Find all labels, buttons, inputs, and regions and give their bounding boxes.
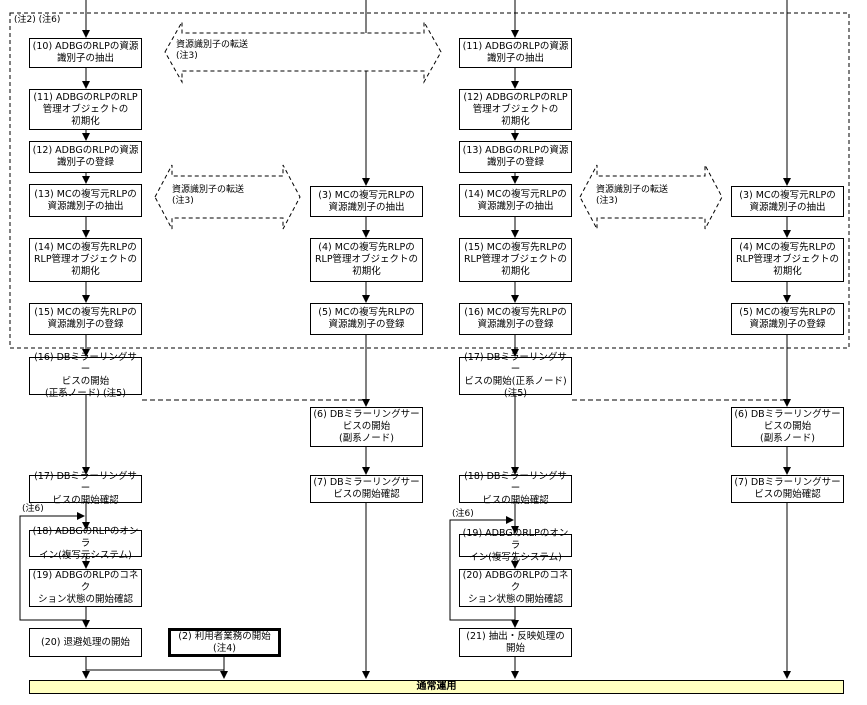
step-box-col1-20: (20) 退避処理の開始 <box>29 628 142 657</box>
step-box-col3-21: (21) 抽出・反映処理の 開始 <box>459 628 572 657</box>
step-box-col3-18: (18) DBミラーリングサー ビスの開始確認 <box>459 471 572 506</box>
step-box-col2-6: (6) DBミラーリングサー ビスの開始 (副系ノード) <box>310 407 423 447</box>
normal-operation-banner: 通常運用 <box>29 680 844 694</box>
transfer-arrow-1 <box>164 20 442 84</box>
step-box-col3-16: (16) MCの複写先RLPの 資源識別子の登録 <box>459 303 572 335</box>
note-transfer-1: 資源識別子の転送 (注3) <box>176 40 249 61</box>
step-box-col1-16: (16) DBミラーリングサー ビスの開始 (正系ノード) (注5) <box>29 352 142 399</box>
step-box-col1-19: (19) ADBGのRLPのコネク ション状態の開始確認 <box>29 569 142 607</box>
step-box-col4-3: (3) MCの複写元RLPの 資源識別子の抽出 <box>731 186 844 217</box>
step-box-col2-7: (7) DBミラーリングサー ビスの開始確認 <box>310 475 423 503</box>
step-box-col1-17: (17) DBミラーリングサー ビスの開始確認 <box>29 471 142 506</box>
note-loop-left: (注6) <box>22 504 44 514</box>
step-box-col4-7: (7) DBミラーリングサー ビスの開始確認 <box>731 475 844 503</box>
step-box-col1-14: (14) MCの複写先RLPの RLP管理オブジェクトの 初期化 <box>29 238 142 282</box>
step-box-col4-5: (5) MCの複写先RLPの 資源識別子の登録 <box>731 303 844 335</box>
step-box-col1-13: (13) MCの複写元RLPの 資源識別子の抽出 <box>29 184 142 217</box>
step-box-col4-6: (6) DBミラーリングサー ビスの開始 (副系ノード) <box>731 407 844 447</box>
step-box-col1-11: (11) ADBGのRLPのRLP 管理オブジェクトの 初期化 <box>29 89 142 130</box>
note-transfer-3: 資源識別子の転送 (注3) <box>596 185 669 206</box>
step-box-col1-10: (10) ADBGのRLPの資源 識別子の抽出 <box>29 38 142 68</box>
step-box-col2-2: (2) 利用者業務の開始 (注4) <box>168 628 281 657</box>
step-box-col1-12: (12) ADBGのRLPの資源 識別子の登録 <box>29 141 142 173</box>
step-box-col2-5: (5) MCの複写先RLPの 資源識別子の登録 <box>310 303 423 335</box>
note-loop-right: (注6) <box>452 509 474 519</box>
step-box-col4-4: (4) MCの複写先RLPの RLP管理オブジェクトの 初期化 <box>731 238 844 282</box>
step-box-col2-4: (4) MCの複写先RLPの RLP管理オブジェクトの 初期化 <box>310 238 423 282</box>
transfer-arrow-3 <box>579 164 723 230</box>
transfer-arrow-2 <box>154 164 301 230</box>
step-box-col1-18: (18) ADBGのRLPのオンラ イン(複写元システム) <box>29 526 142 561</box>
dashed-region-frame <box>9 12 850 349</box>
step-box-col3-11: (11) ADBGのRLPの資源 識別子の抽出 <box>459 38 572 68</box>
step-box-col3-15: (15) MCの複写先RLPの RLP管理オブジェクトの 初期化 <box>459 238 572 282</box>
step-box-col3-17: (17) DBミラーリングサー ビスの開始(正系ノード) (注5) <box>459 352 572 399</box>
note-top-left: (注2) (注6) <box>14 15 61 25</box>
step-box-col3-13: (13) ADBGのRLPの資源 識別子の登録 <box>459 141 572 173</box>
step-box-col3-20: (20) ADBGのRLPのコネク ション状態の開始確認 <box>459 569 572 607</box>
note-transfer-2: 資源識別子の転送 (注3) <box>172 185 245 206</box>
step-box-col1-15: (15) MCの複写先RLPの 資源識別子の登録 <box>29 303 142 335</box>
step-box-col3-14: (14) MCの複写元RLPの 資源識別子の抽出 <box>459 184 572 217</box>
step-box-col3-12: (12) ADBGのRLPのRLP 管理オブジェクトの 初期化 <box>459 89 572 130</box>
step-box-col3-19: (19) ADBGのRLPのオンラ イン(複写先システム) <box>459 528 572 563</box>
step-box-col2-3: (3) MCの複写元RLPの 資源識別子の抽出 <box>310 186 423 217</box>
